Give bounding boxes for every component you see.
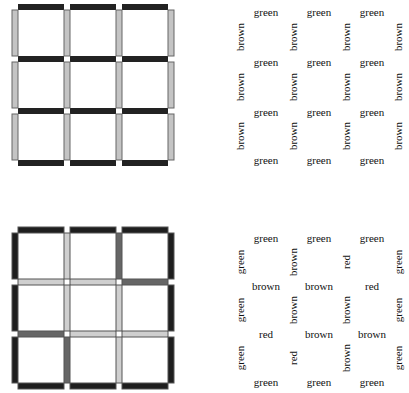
- horizontal-color-label: green: [307, 7, 331, 18]
- vertical-color-label: brown: [393, 73, 404, 101]
- vertical-color-label: brown: [341, 122, 352, 150]
- horizontal-color-label: green: [254, 155, 278, 166]
- vertical-color-label: brown: [341, 23, 352, 51]
- vertical-color-label: brown: [341, 344, 352, 372]
- horizontal-color-label: green: [307, 233, 331, 244]
- horizontal-color-label: green: [254, 7, 278, 18]
- horizontal-color-label: green: [254, 107, 278, 118]
- vertical-color-label: brown: [235, 73, 246, 101]
- vertical-color-label: red: [341, 255, 352, 269]
- vertical-color-label: brown: [393, 23, 404, 51]
- horizontal-color-label: brown: [305, 329, 333, 340]
- vertical-color-label: brown: [341, 296, 352, 324]
- vertical-color-label: green: [393, 346, 404, 370]
- vertical-color-label: brown: [288, 73, 299, 101]
- horizontal-color-label: green: [360, 57, 384, 68]
- horizontal-color-label: red: [365, 281, 379, 292]
- horizontal-color-label: green: [307, 57, 331, 68]
- horizontal-color-label: green: [307, 107, 331, 118]
- vertical-color-label: brown: [288, 122, 299, 150]
- horizontal-color-label: green: [254, 233, 278, 244]
- horizontal-color-label: green: [360, 155, 384, 166]
- horizontal-color-label: brown: [305, 281, 333, 292]
- horizontal-color-label: red: [259, 329, 273, 340]
- horizontal-color-label: green: [254, 57, 278, 68]
- top-grid-verticals: [12, 10, 174, 160]
- vertical-color-label: brown: [288, 23, 299, 51]
- vertical-color-label: green: [235, 298, 246, 322]
- vertical-color-label: brown: [235, 23, 246, 51]
- horizontal-color-label: green: [360, 377, 384, 388]
- horizontal-color-label: brown: [358, 329, 386, 340]
- vertical-color-label: brown: [288, 296, 299, 324]
- vertical-color-label: red: [288, 351, 299, 365]
- vertical-color-label: green: [393, 250, 404, 274]
- horizontal-color-label: green: [360, 7, 384, 18]
- vertical-color-label: brown: [393, 122, 404, 150]
- bottom-grid: [12, 227, 174, 389]
- vertical-color-label: brown: [235, 122, 246, 150]
- vertical-color-label: green: [393, 298, 404, 322]
- horizontal-color-label: brown: [252, 281, 280, 292]
- horizontal-color-label: green: [254, 377, 278, 388]
- horizontal-color-label: green: [360, 107, 384, 118]
- vertical-color-label: brown: [341, 73, 352, 101]
- horizontal-color-label: green: [307, 155, 331, 166]
- horizontal-color-label: green: [360, 233, 384, 244]
- top-grid: [18, 4, 168, 166]
- vertical-color-label: brown: [288, 248, 299, 276]
- horizontal-color-label: green: [307, 377, 331, 388]
- vertical-color-label: green: [235, 346, 246, 370]
- vertical-color-label: green: [235, 250, 246, 274]
